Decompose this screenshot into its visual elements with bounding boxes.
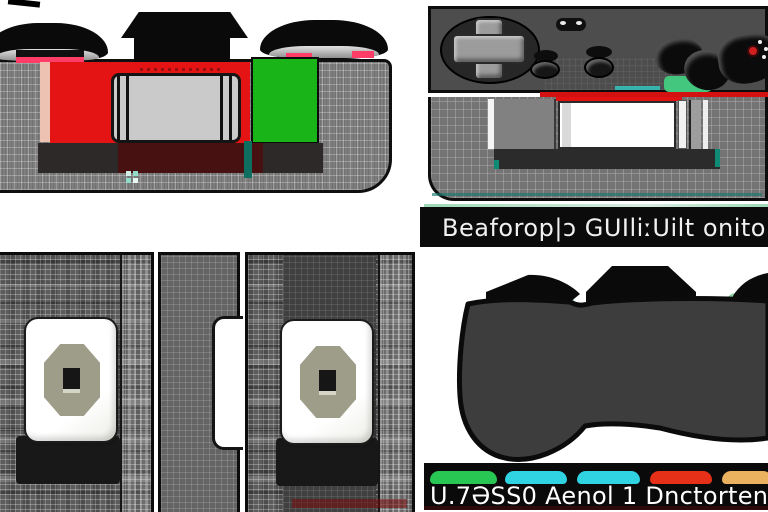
caption-top-bar <box>420 207 768 247</box>
caption-bottom-red-underline <box>424 506 768 510</box>
footer-teal-right <box>715 149 720 167</box>
dpad-icon-h <box>452 34 526 64</box>
pill-cyan-1 <box>505 471 567 484</box>
gamepad-body <box>456 296 768 462</box>
green-module <box>251 57 319 144</box>
pink-accent-right <box>352 51 374 58</box>
teal-divider <box>244 141 252 178</box>
dock-gray-block <box>494 99 556 149</box>
pill-red <box>650 471 712 484</box>
gamepad-rear-illustration <box>456 266 768 462</box>
pill-green <box>430 471 497 484</box>
salmon-strip <box>40 62 50 142</box>
screen-divider-left <box>117 76 129 140</box>
small-button-cap-1 <box>534 50 558 62</box>
dock-white-gap <box>488 99 494 149</box>
dock-strip-white-1 <box>678 100 687 149</box>
cartridge-left-band <box>120 255 151 512</box>
red-module-dots <box>140 68 220 71</box>
pink-accent-left <box>286 53 312 60</box>
red-dot-indicator <box>747 45 759 57</box>
teal-strip-detail <box>615 86 660 90</box>
octagon-pip-right <box>319 370 336 395</box>
divider-notch <box>212 316 243 450</box>
small-button-2 <box>584 57 614 78</box>
octagon-pip-left <box>63 368 80 393</box>
dock-strip-white-2 <box>703 100 708 149</box>
pill-orange <box>722 471 768 484</box>
console-screen <box>111 73 241 143</box>
dock-screen-strip <box>562 103 571 147</box>
bumper-right-icon <box>733 273 768 303</box>
small-button-cap-2 <box>586 46 612 58</box>
dock-strip-gray <box>689 100 701 149</box>
red-separator-line <box>540 92 768 97</box>
dock-footer-strip <box>494 149 720 169</box>
cartridge-right-band <box>378 255 410 512</box>
console-base-strip <box>38 143 323 173</box>
white-dots-detail <box>758 40 762 44</box>
card-shadow-left <box>16 436 120 484</box>
dock-screen <box>558 101 676 149</box>
center-cap-stem <box>134 36 230 62</box>
card-shadow-right <box>276 438 378 486</box>
center-cap-icon <box>121 12 248 38</box>
dock-screen-red-line <box>556 97 682 101</box>
caption-top-green-edge <box>424 204 768 207</box>
dock-teal-bottom-line <box>432 193 762 196</box>
indicator-dots-icon <box>126 171 131 176</box>
center-latch-icon <box>586 266 696 305</box>
joystick-stem-left <box>16 50 84 63</box>
caption-top-text: Beaforop|ɔ GUIliːUilt onito <box>442 214 766 242</box>
red-hint-strip <box>292 499 407 508</box>
top-edge-mark <box>7 0 41 8</box>
caption-bottom-bar <box>424 463 768 507</box>
base-strip-red-shade <box>118 143 263 173</box>
footer-teal-left <box>494 160 499 169</box>
caption-bottom-text: U.7ƏSS0 Aenol 1 Dnctorten <box>430 482 768 510</box>
pill-cyan-2 <box>577 471 640 484</box>
screen-divider-right <box>220 76 232 140</box>
small-button-1 <box>530 60 560 79</box>
start-button-icon <box>556 18 586 31</box>
